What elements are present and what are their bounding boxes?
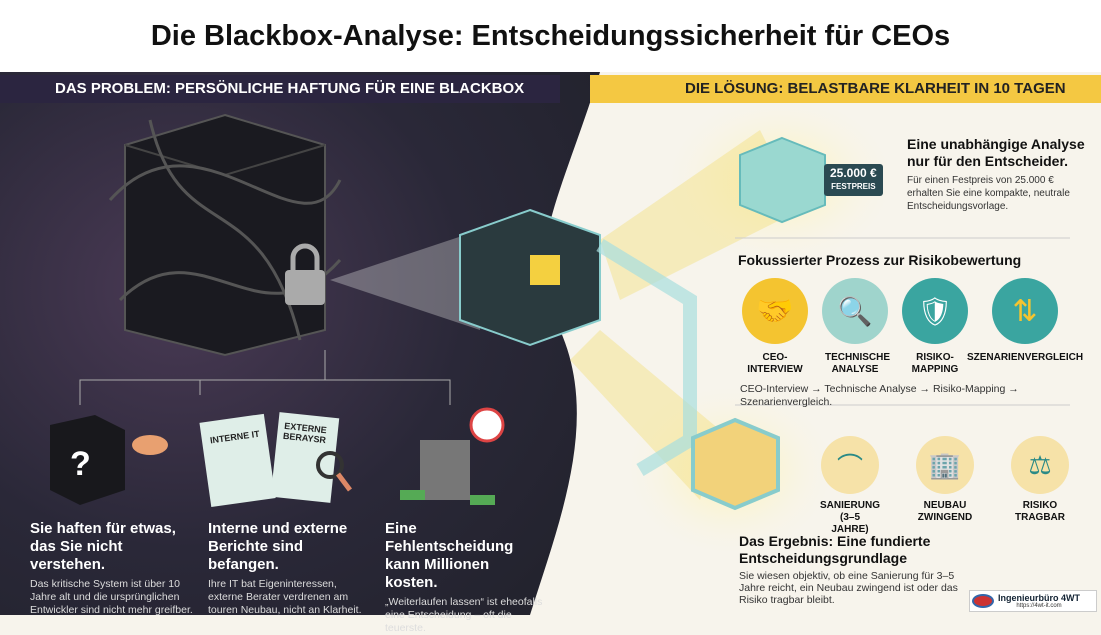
logo-icon <box>972 594 994 608</box>
outcome-label: SANIERUNG (3–5 JAHRE) <box>820 500 881 535</box>
step-label: RISIKO-MAPPING <box>911 352 959 375</box>
crystal-cube-top <box>739 136 826 224</box>
company-url: https://4wt-it.com <box>1016 603 1062 609</box>
problem-body: Ihre IT bat Eigeninteressen, externe Ber… <box>208 578 362 616</box>
problem-heading: Interne und externe Berichte sind befang… <box>208 520 348 573</box>
transforming-cube <box>459 208 601 347</box>
outcome-item: 🏢 NEUBAU ZWINGEND <box>905 436 985 536</box>
step-label: CEO-INTERVIEW <box>747 352 803 375</box>
blackbox-cube <box>108 113 342 357</box>
outcome-label: RISIKO TRAGBAR <box>1015 500 1065 523</box>
process-steps: 🤝 CEO-INTERVIEW 🔍 TECHNISCHE ANALYSE 🛡 R… <box>735 278 1083 376</box>
outcome-item: ⌒ SANIERUNG (3–5 JAHRE) <box>810 436 890 536</box>
problem-heading: Eine Fehlentscheidung kann Millionen kos… <box>385 520 514 591</box>
result-heading: Das Ergebnis: Eine fundierte Entscheidun… <box>739 533 931 566</box>
step-label: TECHNISCHE ANALYSE <box>825 352 891 375</box>
background-illustration: ? INTERNE IT <box>0 72 1070 615</box>
company-logo[interactable]: Ingenieurbüro 4WT https://4wt-it.com <box>969 590 1097 612</box>
page-title: Die Blackbox-Analyse: Entscheidungssiche… <box>0 0 1101 72</box>
outcome-label: NEUBAU ZWINGEND <box>917 500 973 523</box>
company-name: Ingenieurbüro 4WT <box>998 593 1080 603</box>
process-step: 🔍 TECHNISCHE ANALYSE <box>815 278 895 376</box>
problem-body: Das kritische System ist über 10 Jahre a… <box>30 578 193 616</box>
price-label: FESTPREIS <box>831 182 876 191</box>
crystal-cube-bottom <box>691 417 780 511</box>
question-box-icon: ? <box>50 415 168 505</box>
step-label: SZENARIENVERGLEICH <box>966 352 1084 363</box>
result-body: Sie wiesen objektiv, ob eine Sanierung f… <box>739 570 958 606</box>
problem-heading: Sie haften für etwas, das Sie nicht vers… <box>30 520 176 573</box>
process-heading: Fokussierter Prozess zur Risikobewertung <box>738 252 1022 268</box>
split-arrows-icon: ⇅ <box>992 278 1058 344</box>
problem-item-3: Eine Fehlentscheidung kann Millionen kos… <box>385 520 545 635</box>
scales-icon: ⚖ <box>1011 436 1069 494</box>
solution-header: Die Lösung: Belastbare Klarheit in 10 Ta… <box>590 75 1101 103</box>
price-amount: 25.000 € <box>830 166 877 180</box>
offer-heading: Eine unabhängige Analyse nur für den Ent… <box>907 136 1085 169</box>
outcome-item: ⚖ RISIKO TRAGBAR <box>1000 436 1080 536</box>
bridge-icon: ⌒ <box>821 436 879 494</box>
problem-body: „Weiterlaufen lassen“ ist eheofalls eine… <box>385 596 543 634</box>
reports-icon: INTERNE IT <box>199 412 352 508</box>
process-step: ⇅ SZENARIENVERGLEICH <box>967 278 1083 376</box>
shield-chart-icon: 🛡 <box>902 278 968 344</box>
problem-item-2: Interne und externe Berichte sind befang… <box>208 520 368 617</box>
building-icon: 🏢 <box>916 436 974 494</box>
problem-header: Das Problem: Persönliche Haftung für ein… <box>0 75 560 103</box>
result-block: Das Ergebnis: Eine fundierte Entscheidun… <box>739 533 1099 606</box>
chip-magnifier-icon: 🔍 <box>822 278 888 344</box>
price-tag: 25.000 € FESTPREIS <box>824 164 883 196</box>
process-step: 🛡 RISIKO-MAPPING <box>895 278 975 376</box>
problem-item-1: Sie haften für etwas, das Sie nicht vers… <box>30 520 200 617</box>
svg-text:?: ? <box>70 445 91 483</box>
outcomes: ⌒ SANIERUNG (3–5 JAHRE) 🏢 NEUBAU ZWINGEN… <box>810 436 1080 536</box>
offer-block: Eine unabhängige Analyse nur für den Ent… <box>907 136 1087 213</box>
process-step: 🤝 CEO-INTERVIEW <box>735 278 815 376</box>
process-summary: CEO-Interview → Technische Analyse → Ris… <box>740 383 1019 408</box>
collapsing-building-icon <box>400 407 505 505</box>
handshake-icon: 🤝 <box>742 278 808 344</box>
offer-body: Für einen Festpreis von 25.000 € erhalte… <box>907 175 1070 212</box>
